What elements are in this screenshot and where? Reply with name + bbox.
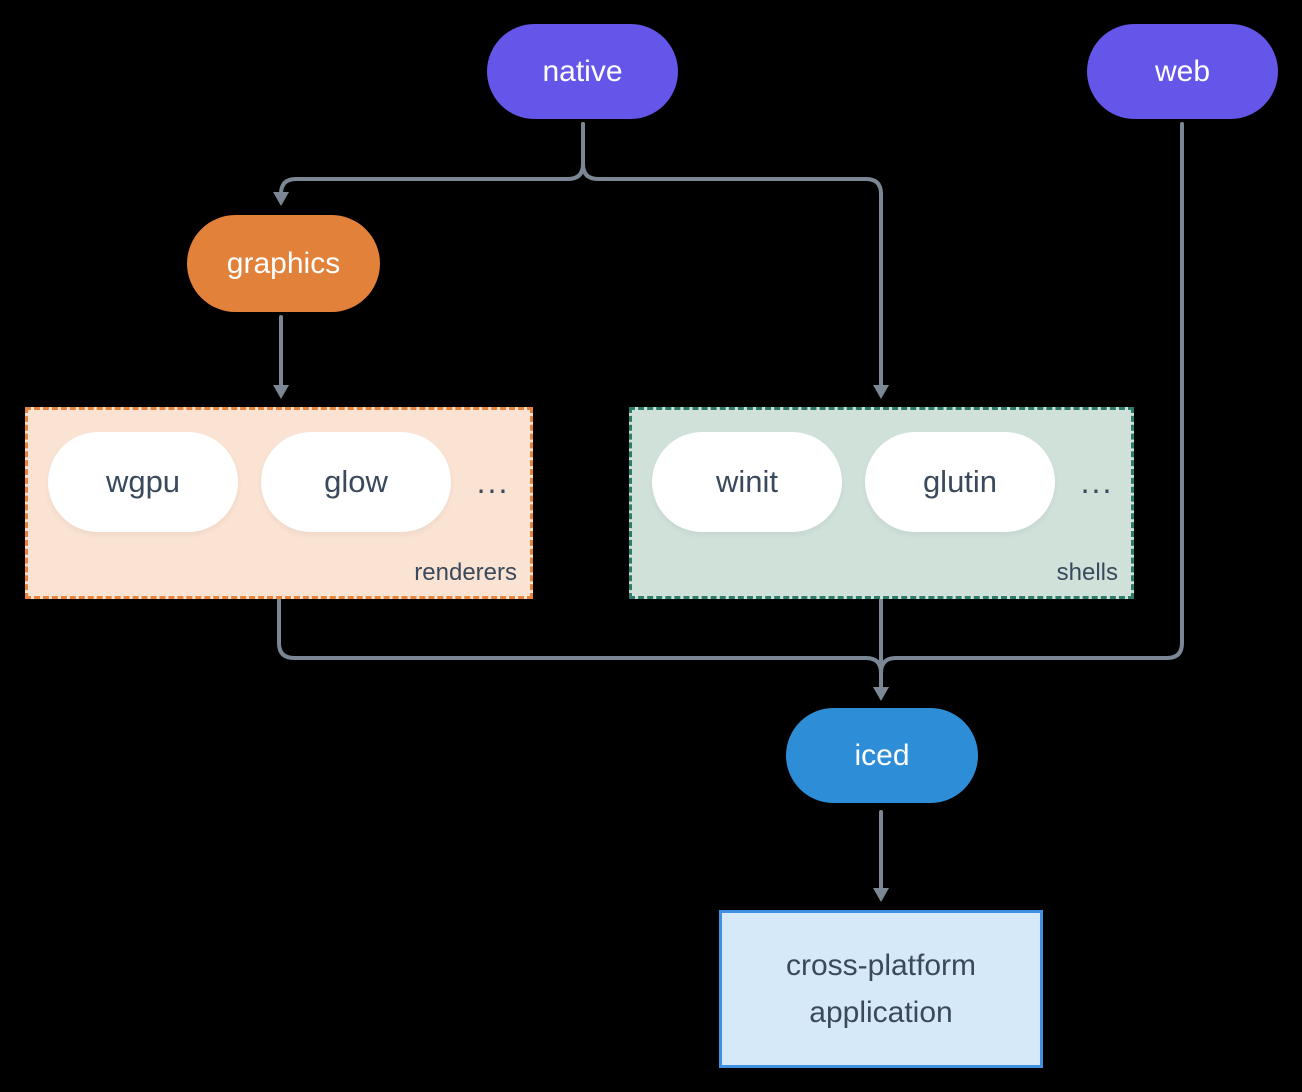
arrowhead-graphics bbox=[273, 192, 289, 206]
node-glutin-label: glutin bbox=[922, 464, 998, 499]
arrowhead-shells bbox=[873, 385, 889, 399]
node-wgpu: wgpu bbox=[48, 432, 238, 532]
shells-group-label: shells bbox=[1056, 559, 1118, 586]
node-application-label-line1: cross-platform bbox=[785, 949, 977, 982]
node-native-label: native bbox=[542, 54, 623, 88]
group-renderers: wgpu glow ... renderers bbox=[25, 407, 533, 599]
edge-native-shells bbox=[581, 122, 883, 389]
arrowhead-renderers bbox=[273, 385, 289, 399]
node-web-label: web bbox=[1154, 54, 1211, 88]
arrowhead-iced bbox=[873, 687, 889, 701]
edge-native-graphics bbox=[279, 122, 585, 197]
node-winit: winit bbox=[652, 432, 842, 532]
node-application-label-line2: application bbox=[809, 996, 953, 1029]
node-glow: glow bbox=[261, 432, 451, 532]
renderers-group-label: renderers bbox=[414, 559, 517, 586]
node-wgpu-label: wgpu bbox=[105, 464, 181, 499]
node-graphics: graphics bbox=[187, 215, 380, 312]
node-glutin: glutin bbox=[865, 432, 1055, 532]
node-native: native bbox=[487, 24, 678, 119]
node-winit-label: winit bbox=[715, 464, 778, 499]
node-iced: iced bbox=[786, 708, 978, 803]
node-iced-label: iced bbox=[854, 738, 910, 772]
node-web: web bbox=[1087, 24, 1278, 119]
node-application: cross-platform application bbox=[719, 910, 1043, 1068]
arrowhead-application bbox=[873, 888, 889, 902]
group-shells: winit glutin ... shells bbox=[629, 407, 1134, 599]
shells-ellipsis: ... bbox=[1080, 463, 1114, 500]
edge-renderers-iced bbox=[277, 598, 883, 691]
node-graphics-label: graphics bbox=[226, 246, 341, 280]
renderers-ellipsis: ... bbox=[476, 463, 510, 500]
node-glow-label: glow bbox=[324, 464, 388, 499]
